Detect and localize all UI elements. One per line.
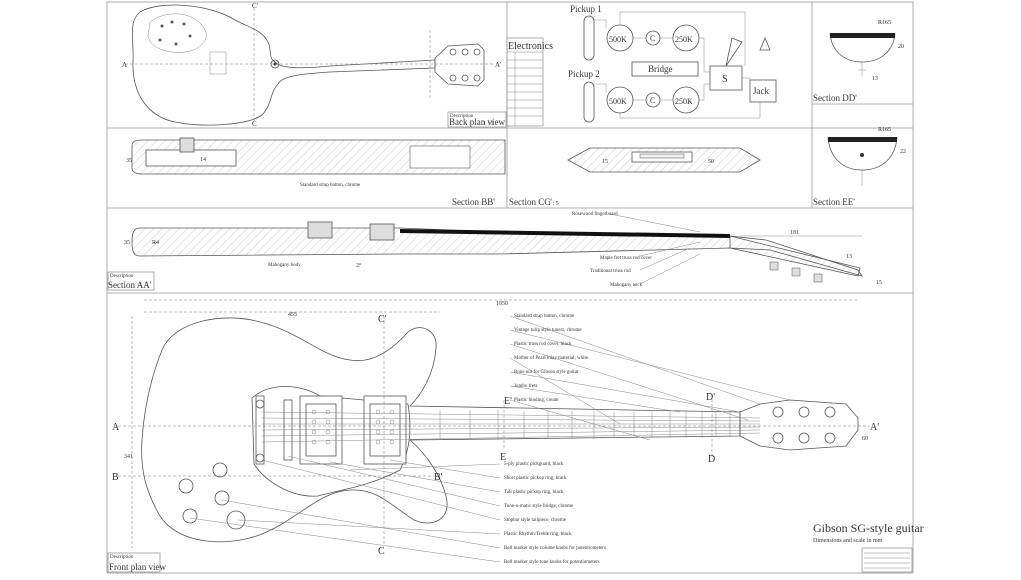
sheet-frame (106, 1, 914, 574)
drawing-title: Gibson SG-style guitar (813, 521, 924, 535)
dim-2deg-aa: 2° (356, 262, 362, 269)
dim-22-ee: 22 (900, 149, 906, 155)
dim-20-dd: 20 (898, 44, 904, 50)
title-block: Gibson SG-style guitar Dimensions and sc… (813, 521, 924, 573)
dim-14-bb: 14 (200, 157, 206, 163)
marker-c-front: C (378, 546, 385, 557)
dim-overall-length: 1050 (496, 301, 508, 307)
mahogany-body-label: Mahogany body (268, 263, 301, 268)
pickup1-label: Pickup 1 (570, 4, 602, 14)
marker-a-prime-back: A' (495, 61, 501, 69)
dim-60-front: 60 (862, 436, 868, 442)
marker-c-back: C (252, 120, 257, 128)
callout-6: Plastic binding, cream (514, 398, 559, 403)
section-aa: 181 13 15 35 R4 2° Mahogany body Rosewoo… (107, 212, 882, 291)
dim-13-aa: 13 (846, 254, 852, 260)
dim-35-bb: 35 (126, 158, 132, 164)
section-dd: R165 20 13 Section DD' (813, 20, 904, 103)
marker-e-prime-front: E' (504, 396, 512, 407)
marker-a-back: A (122, 61, 127, 69)
marker-c-prime-front: C' (378, 314, 387, 325)
switch-label: S (722, 74, 728, 85)
table-description-aa: Description (110, 274, 134, 279)
front-plan-view: 1050 455 341 (107, 299, 879, 573)
mahogany-neck-label: Mahogany neck (610, 283, 643, 288)
section-bb: 35 14 Standard strap button, chrome Sect… (126, 137, 506, 207)
table-description-front: Description (110, 555, 134, 560)
electronics-heading: Electronics (508, 41, 553, 52)
cap-2: C (650, 96, 655, 105)
jack-label: Jack (753, 86, 769, 96)
svg-text:1 : 5: 1 : 5 (548, 201, 559, 207)
dim-35-aa: 35 (124, 240, 130, 246)
truss-rod-label: Traditional truss rod (590, 269, 631, 274)
callout-13: Bell marker style volume knobs for poten… (504, 546, 606, 551)
pot-tone-2: 250K (675, 97, 693, 106)
view-label-back: Back plan view (449, 117, 505, 127)
marker-a-prime-front: A' (870, 422, 879, 433)
section-cc: 15 50 Section CC' 1 : 5 (509, 147, 761, 207)
dim-15-cc: 15 (602, 159, 608, 165)
dim-r4-aa: R4 (152, 240, 159, 246)
view-label-aa: Section AA' (108, 280, 152, 290)
wiring-diagram: Pickup 1 Pickup 2 500K C 250K 500K C 250… (568, 4, 777, 123)
maple-cover-label: Maple fret truss rod cover (600, 256, 652, 261)
dim-r165-ee: R165 (878, 127, 891, 133)
callout-5: Jumbo frets (514, 384, 538, 389)
dim-181-aa: 181 (790, 230, 799, 236)
marker-d-front: D (708, 454, 715, 465)
dim-r165-dd: R165 (878, 20, 891, 26)
marker-a-front: A (112, 422, 120, 433)
section-ee: R165 22 Section EE' (813, 127, 906, 207)
marker-e-front: E (500, 452, 506, 463)
callout-8: Short plastic pickup ring, black (504, 476, 567, 481)
callout-4: Bone nut for Gibson style guitar (514, 370, 579, 375)
pot-volume-1: 500K (609, 35, 627, 44)
pot-volume-2: 500K (609, 97, 627, 106)
marker-c-prime-back: C' (252, 2, 258, 10)
back-plan-view: C' C A A' Description Back plan view 1 :… (122, 2, 507, 128)
callout-2: Plastic truss rod cover, black (514, 342, 572, 347)
dim-50-cc: 50 (708, 159, 714, 165)
table-description-back: Description (450, 114, 474, 119)
marker-d-prime-front: D' (706, 392, 715, 403)
dim-15-aa: 15 (876, 280, 882, 286)
pickup2-label: Pickup 2 (568, 69, 600, 79)
callout-9: Tall plastic pickup ring, black (504, 490, 564, 495)
bridge-label: Bridge (648, 64, 673, 74)
view-label-ee: Section EE' (813, 197, 855, 207)
rosewood-label: Rosewood fingerboard (572, 212, 618, 217)
callout-1: Vintage tulip style tuners, chrome (514, 328, 582, 333)
svg-text:1 : 5: 1 : 5 (483, 121, 494, 127)
dim-width: 341 (124, 454, 133, 460)
callout-11: Stopbar style tailpiece, chrome (504, 518, 567, 523)
marker-b-prime-front: B' (434, 472, 443, 483)
view-label-cc: Section CC' (509, 197, 552, 207)
callout-3: Mother of Pearl inlay material, white (514, 356, 589, 361)
callout-12: Plastic Rhythm/Treble ring, black (504, 532, 572, 537)
dim-13-dd: 13 (872, 76, 878, 82)
back-note: Standard strap button, chrome (300, 183, 361, 188)
dim-body-length: 455 (288, 312, 297, 318)
callout-0: Standard strap button, chrome (514, 314, 575, 319)
callout-7: 5-ply plastic pickguard, black (504, 462, 564, 467)
callout-14: Bell marker style tone knobs for potenti… (504, 560, 600, 565)
marker-b-front: B (112, 472, 119, 483)
view-label-bb: Section BB' (452, 197, 495, 207)
pot-tone-1: 250K (675, 35, 693, 44)
electronics-table: Electronics (506, 37, 553, 127)
view-label-dd: Section DD' (813, 93, 857, 103)
cap-1: C (650, 34, 655, 43)
drawing-subtitle: Dimensions and scale in mm (813, 538, 883, 544)
front-callouts: Standard strap button, chrome Vintage tu… (189, 314, 791, 565)
callout-10: Tune-o-matic style bridge, chrome (504, 504, 574, 509)
view-label-front: Front plan view (109, 562, 166, 572)
